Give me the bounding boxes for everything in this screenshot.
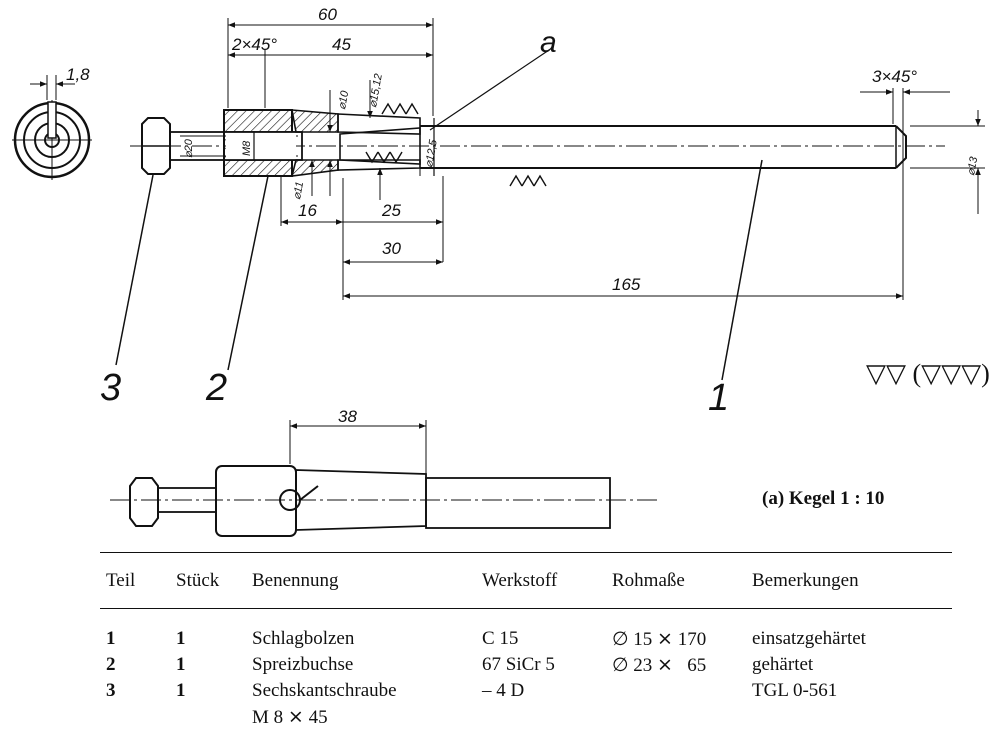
dim-thread-m8: M8 (241, 140, 253, 156)
dim-165: 165 (612, 275, 641, 294)
cell-benennung-line2: M 8 ⨯ 45 (252, 707, 328, 728)
header-teil: Teil (106, 570, 136, 591)
surface-finish-symbol: ▽▽ (▽▽▽) (866, 359, 990, 388)
header-werkstoff: Werkstoff (482, 570, 558, 591)
cell-werkstoff: C 15 (482, 628, 519, 649)
cell-stueck: 1 (176, 628, 186, 649)
cell-teil: 2 (106, 654, 116, 675)
dim-45: 45 (332, 35, 351, 54)
end-view (12, 75, 92, 180)
cell-werkstoff: – 4 D (482, 680, 525, 701)
cell-bemerkungen: TGL 0-561 (752, 680, 838, 701)
dim-dia-13: ⌀13 (965, 155, 980, 177)
table-top-rule (100, 552, 952, 553)
table-row: 3 1 Sechskantschraube – 4 D TGL 0-561 (100, 680, 952, 706)
dim-dia-10: ⌀10 (336, 89, 351, 111)
cell-werkstoff: 67 SiCr 5 (482, 654, 555, 675)
cell-teil: 3 (106, 680, 116, 701)
dim-30: 30 (382, 239, 401, 258)
note-kegel: (a) Kegel 1 : 10 (762, 488, 884, 509)
callout-part-3: 3 (100, 367, 121, 409)
dim-dia-11: ⌀11 (291, 181, 306, 201)
label-a: a (540, 26, 557, 59)
table-row-continuation: M 8 ⨯ 45 (100, 706, 952, 732)
dim-chamfer-2x45: 2×45° (231, 35, 277, 54)
header-bemerkungen: Bemerkungen (752, 570, 859, 591)
cell-stueck: 1 (176, 680, 186, 701)
header-stueck: Stück (176, 570, 220, 591)
table-row: 1 1 Schlagbolzen C 15 ∅ 15 ⨯ 170 einsatz… (100, 628, 952, 654)
dim-dia-12-5: ⌀12,5 (423, 138, 440, 169)
callout-part-1: 1 (708, 377, 729, 419)
table-row: 2 1 Spreizbuchse 67 SiCr 5 ∅ 23 ⨯ 65 geh… (100, 654, 952, 680)
cell-bemerkungen: einsatzgehärtet (752, 628, 866, 649)
dim-25: 25 (381, 201, 401, 220)
dim-16: 16 (298, 201, 317, 220)
callout-part-2: 2 (205, 367, 227, 409)
cell-teil: 1 (106, 628, 116, 649)
cell-benennung: Spreizbuchse (252, 654, 354, 675)
dim-38: 38 (338, 407, 357, 426)
assembly-view (110, 18, 985, 537)
table-header-rule (100, 608, 952, 609)
dim-60: 60 (318, 5, 337, 24)
cell-stueck: 1 (176, 654, 186, 675)
header-rohmasse: Rohmaße (612, 570, 685, 591)
header-benennung: Benennung (252, 570, 339, 591)
technical-drawing: 1,8 (12, 5, 990, 537)
dim-chamfer-3x45: 3×45° (872, 67, 917, 86)
dim-dia-15-12: ⌀15,12 (367, 73, 385, 109)
parts-list: Teil Stück Benennung Werkstoff Rohmaße B… (100, 548, 952, 732)
cell-rohmasse: ∅ 15 ⨯ 170 (612, 629, 707, 650)
cell-bemerkungen: gehärtet (752, 654, 814, 675)
cell-benennung: Sechskantschraube (252, 680, 397, 701)
dim-dia-20: ⌀20 (183, 138, 195, 158)
dim-slot-1-8: 1,8 (66, 65, 90, 84)
cell-benennung: Schlagbolzen (252, 628, 355, 649)
cell-rohmasse: ∅ 23 ⨯ 65 (612, 655, 707, 676)
